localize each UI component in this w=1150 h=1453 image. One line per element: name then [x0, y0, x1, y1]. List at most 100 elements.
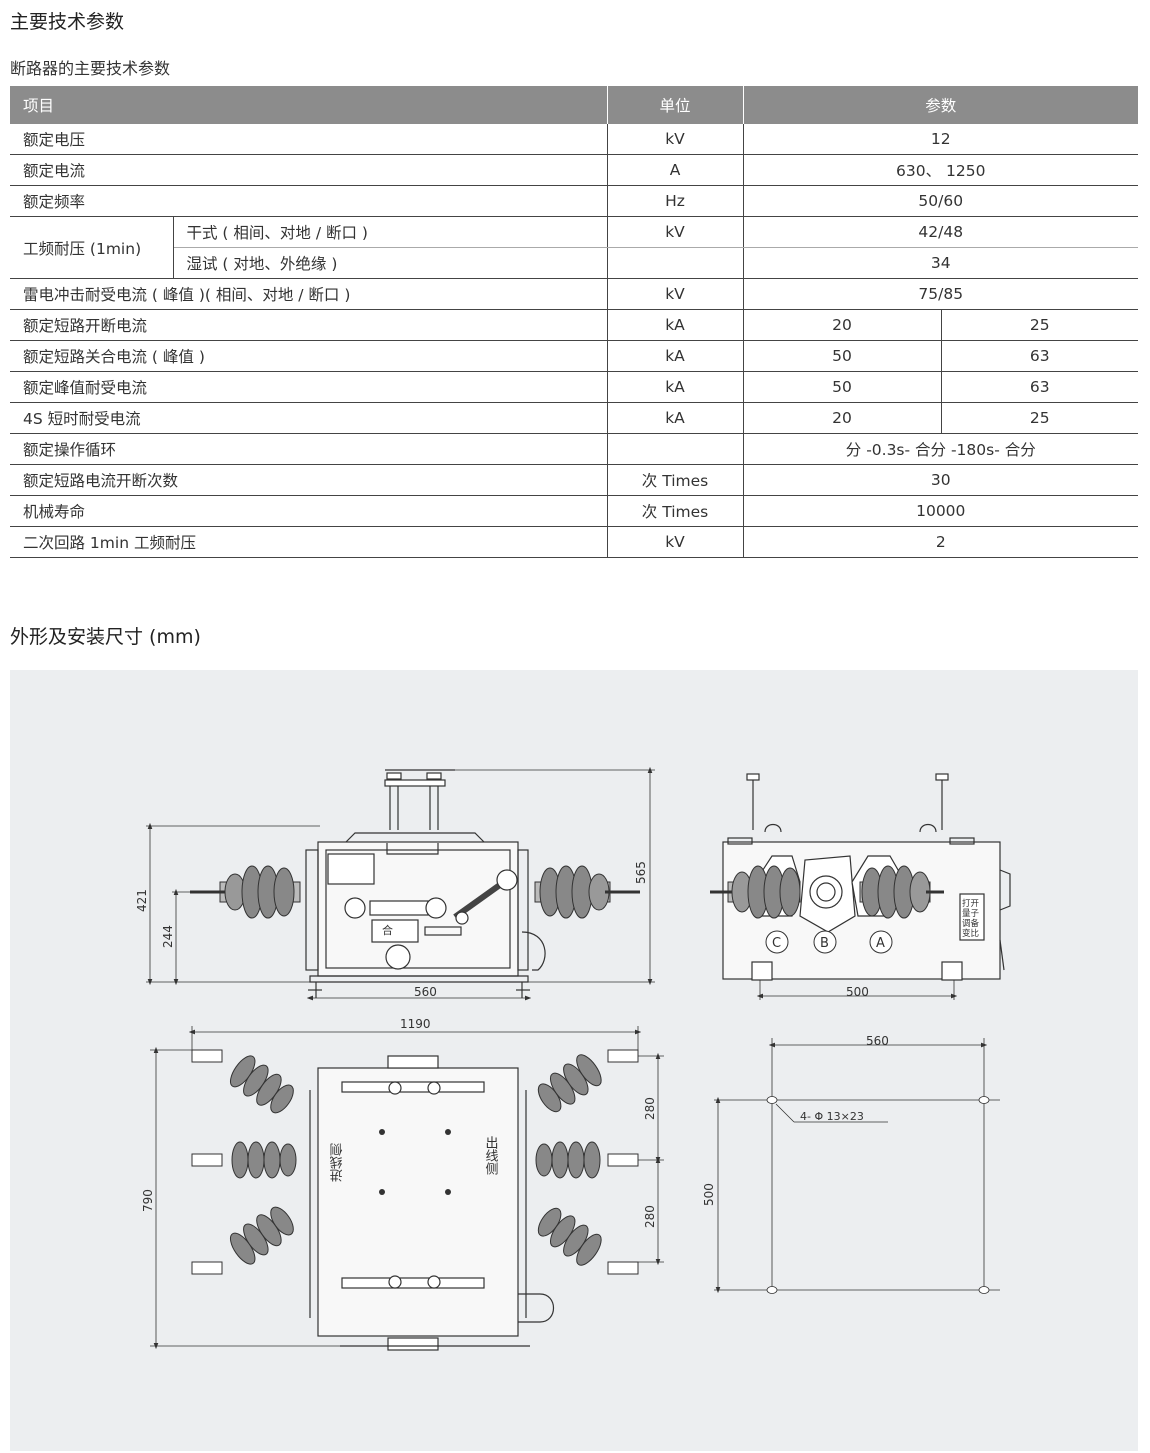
row-value: 30 [743, 464, 1138, 496]
svg-text:打开: 打开 [962, 898, 980, 909]
top-depth-label: 790 [141, 1189, 155, 1212]
row-value: 34 [743, 247, 1138, 279]
spec-table: 项目 单位 参数 额定电压 kV 12 额定电流 A 630、 1250 额定频… [10, 86, 1138, 558]
row-value-b: 25 [941, 309, 1138, 341]
section-title-dimensions: 外形及安装尺寸 (mm) [10, 626, 201, 648]
row-value-b: 25 [941, 402, 1138, 434]
row-unit: kV [607, 278, 744, 310]
row-unit: kV [607, 216, 744, 248]
row-unit: kA [607, 340, 744, 372]
row-unit: A [607, 154, 744, 186]
front-height-mid-label: 421 [135, 889, 149, 912]
table-row: 额定电压 kV 12 [10, 124, 1138, 155]
top-width-label: 1190 [400, 1017, 431, 1031]
row-subitem: 干式 ( 相间、对地 / 断口 ) [173, 216, 608, 248]
row-unit: kA [607, 309, 744, 341]
row-item: 额定短路电流开断次数 [10, 464, 608, 496]
top-view [309, 1055, 555, 1351]
mount-hole-label: 4- Φ 13×23 [800, 1110, 864, 1123]
top-pitch-1-label: 280 [643, 1097, 657, 1120]
dimension-drawings: 合 560 565 421 244 [135, 766, 1011, 1351]
top-view-bolts [379, 1129, 451, 1195]
section-title-main-params: 主要技术参数 [10, 11, 125, 33]
row-item: 4S 短时耐受电流 [10, 402, 608, 434]
table-row: 额定操作循环 分 -0.3s- 合分 -180s- 合分 [10, 433, 1138, 465]
row-unit [607, 433, 744, 465]
table-row: 额定频率 Hz 50/60 [10, 185, 1138, 217]
row-value: 2 [743, 526, 1138, 558]
row-value: 分 -0.3s- 合分 -180s- 合分 [743, 433, 1138, 465]
front-height-total-label: 565 [634, 861, 648, 884]
row-item: 额定峰值耐受电流 [10, 371, 608, 403]
row-unit: kA [607, 371, 744, 403]
row-value: 12 [743, 124, 1138, 155]
table-row: 湿试 ( 对地、外绝缘 ) 34 [10, 247, 1138, 279]
top-pitch-2-label: 280 [643, 1205, 657, 1228]
phase-a-label: A [876, 936, 885, 951]
phase-b-label: B [820, 936, 829, 951]
mounting-plan [714, 1038, 1000, 1294]
table-row: 二次回路 1min 工频耐压 kV 2 [10, 526, 1138, 558]
row-subitem: 湿试 ( 对地、外绝缘 ) [173, 247, 608, 279]
row-item: 额定电压 [10, 124, 608, 155]
row-item: 额定短路关合电流 ( 峰值 ) [10, 340, 608, 372]
table-row: 额定短路开断电流 kA 20 25 [10, 309, 1138, 341]
section-subtitle-breaker-params: 断路器的主要技术参数 [10, 59, 171, 78]
row-value-b: 63 [941, 371, 1138, 403]
row-value-a: 50 [743, 340, 942, 372]
table-row: 额定峰值耐受电流 kA 50 63 [10, 371, 1138, 403]
front-view [305, 769, 546, 998]
mount-depth-label: 500 [702, 1183, 716, 1206]
row-item: 二次回路 1min 工频耐压 [10, 526, 608, 558]
row-unit: kV [607, 526, 744, 558]
side-plate-text: 打开 量子 调备 变比 [962, 898, 980, 939]
row-value: 50/60 [743, 185, 1138, 217]
insulator-left-side [710, 865, 801, 919]
side-width-label: 500 [846, 985, 869, 999]
front-panel-label: 合 [382, 923, 393, 937]
row-item: 额定操作循环 [10, 433, 608, 465]
table-header-row: 项目 单位 参数 [10, 86, 1138, 124]
row-item: 额定频率 [10, 185, 608, 217]
table-row: 4S 短时耐受电流 kA 20 25 [10, 402, 1138, 434]
header-param: 参数 [743, 86, 1138, 124]
header-item: 项目 [10, 86, 608, 124]
outgoing-side-label: 出线侧 [483, 1136, 499, 1175]
row-unit: kV [607, 124, 744, 155]
table-row: 额定短路电流开断次数 次 Times 30 [10, 464, 1138, 496]
side-dimension-lines [756, 980, 958, 1000]
insulator-right-side [859, 865, 944, 919]
front-width-label: 560 [414, 985, 437, 999]
row-item: 额定电流 [10, 154, 608, 186]
svg-text:变比: 变比 [962, 928, 979, 939]
table-row: 机械寿命 次 Times 10000 [10, 495, 1138, 527]
row-item: 工频耐压 (1min) [10, 216, 174, 279]
top-insulators [191, 1049, 639, 1275]
row-value-b: 63 [941, 340, 1138, 372]
insulator-right-front [534, 865, 640, 919]
row-value: 75/85 [743, 278, 1138, 310]
front-dimension-lines [146, 766, 655, 1001]
row-unit: 次 Times [607, 495, 744, 527]
svg-text:量子: 量子 [962, 909, 980, 919]
header-unit: 单位 [607, 86, 744, 124]
phase-c-label: C [772, 936, 781, 951]
row-unit: Hz [607, 185, 744, 217]
svg-text:调备: 调备 [962, 918, 980, 929]
row-value-a: 20 [743, 402, 942, 434]
top-dimension-lines [150, 1026, 664, 1350]
front-height-low-label: 244 [161, 925, 175, 948]
row-item: 机械寿命 [10, 495, 608, 527]
row-unit [607, 247, 744, 279]
row-item: 雷电冲击耐受电流 ( 峰值 )( 相间、对地 / 断口 ) [10, 278, 608, 310]
row-unit: kA [607, 402, 744, 434]
mount-width-label: 560 [866, 1034, 889, 1048]
table-row: 额定短路关合电流 ( 峰值 ) kA 50 63 [10, 340, 1138, 372]
insulator-left-front [190, 865, 301, 919]
row-value: 42/48 [743, 216, 1138, 248]
table-row: 工频耐压 (1min) 干式 ( 相间、对地 / 断口 ) kV 42/48 [10, 216, 1138, 279]
row-value-a: 20 [743, 309, 942, 341]
table-row: 额定电流 A 630、 1250 [10, 154, 1138, 186]
row-value: 630、 1250 [743, 154, 1138, 186]
table-row: 雷电冲击耐受电流 ( 峰值 )( 相间、对地 / 断口 ) kV 75/85 [10, 278, 1138, 310]
